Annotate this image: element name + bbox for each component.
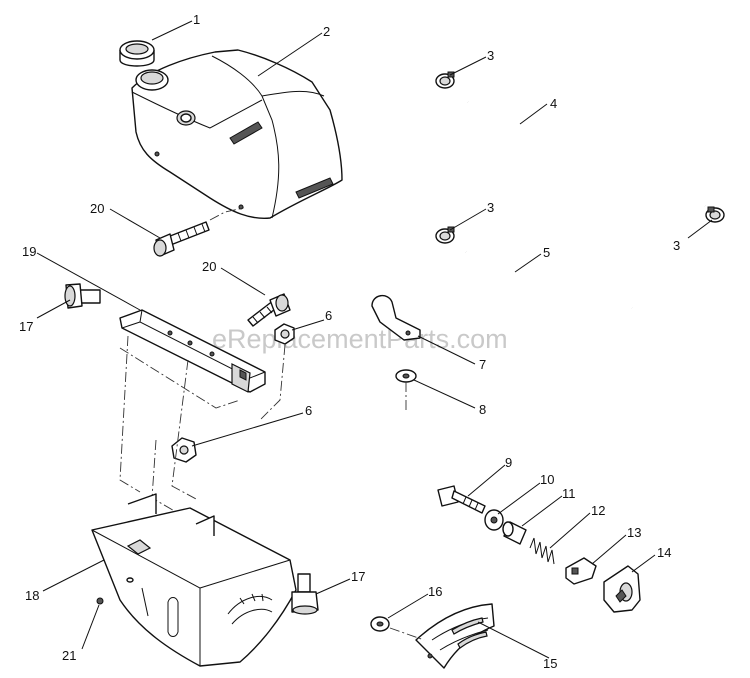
callout-2: 2 — [323, 24, 330, 39]
bolt-lower — [247, 293, 291, 327]
fuel-line-short — [463, 249, 634, 312]
hose-clamp-right — [705, 206, 725, 223]
callout-20b: 20 — [202, 259, 216, 274]
watermark-text: eReplacementParts.com — [212, 324, 508, 354]
callout-20a: 20 — [90, 201, 104, 216]
tank-mount-bracket — [91, 493, 297, 667]
hose-clip — [371, 295, 421, 341]
hose-clamp-upper — [435, 71, 455, 89]
nut-lower — [171, 437, 197, 463]
callout-6b: 6 — [305, 403, 312, 418]
mounting-bracket — [119, 309, 266, 393]
callout-13: 13 — [627, 525, 641, 540]
callout-15: 15 — [543, 656, 557, 671]
bolt-upper — [153, 221, 210, 257]
callout-4: 4 — [550, 96, 557, 111]
throttle-quadrant — [389, 603, 495, 669]
callout-5: 5 — [543, 245, 550, 260]
compression-spring — [529, 537, 555, 565]
leader-lines — [36, 20, 713, 659]
flat-washer — [484, 509, 504, 531]
fuel-tank — [131, 49, 343, 220]
callout-18: 18 — [25, 588, 39, 603]
control-knob — [603, 565, 641, 613]
shoulder-bolt-upper — [64, 283, 101, 309]
nut-upper — [274, 323, 295, 345]
rivet — [96, 597, 104, 605]
callout-9: 9 — [505, 455, 512, 470]
callout-12: 12 — [591, 503, 605, 518]
callout-3b: 3 — [487, 200, 494, 215]
callout-16: 16 — [428, 584, 442, 599]
callout-19: 19 — [22, 244, 36, 259]
spacer-tube — [502, 521, 527, 545]
callout-1: 1 — [193, 12, 200, 27]
callout-21: 21 — [62, 648, 76, 663]
callout-3c: 3 — [673, 238, 680, 253]
callout-17b: 17 — [351, 569, 365, 584]
callout-14: 14 — [657, 545, 671, 560]
fuel-line-long — [466, 99, 707, 209]
washer-small — [395, 369, 417, 383]
callout-7: 7 — [479, 357, 486, 372]
grommet — [370, 616, 390, 632]
callout-11: 11 — [562, 486, 576, 501]
callout-numbers: 1 2 3 3 3 4 5 6 6 7 8 9 10 11 12 13 14 1… — [19, 12, 680, 671]
callout-10: 10 — [540, 472, 554, 487]
callout-3a: 3 — [487, 48, 494, 63]
throttle-lever — [565, 557, 597, 585]
carriage-bolt — [437, 485, 486, 514]
callout-17a: 17 — [19, 319, 33, 334]
callout-8: 8 — [479, 402, 486, 417]
shoulder-bolt-lower — [291, 573, 319, 615]
fuel-cap — [119, 40, 155, 67]
assembly-guide-lines — [119, 207, 407, 521]
callout-6a: 6 — [325, 308, 332, 323]
